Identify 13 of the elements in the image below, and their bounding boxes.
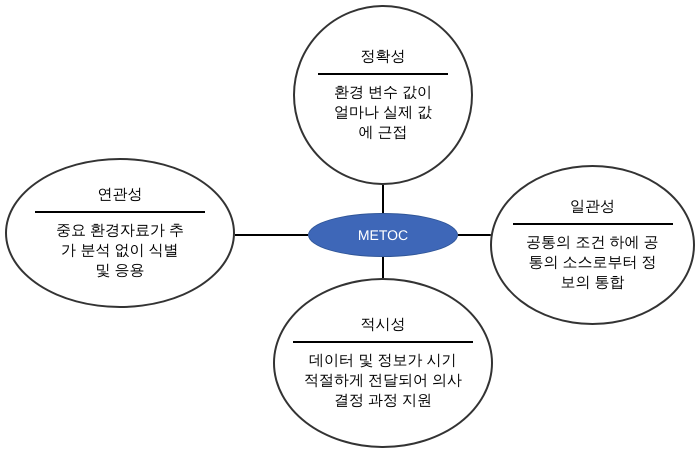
- center-label: METOC: [356, 226, 410, 244]
- heading: 일관성: [512, 196, 672, 225]
- heading: 연관성: [35, 184, 205, 213]
- connector-line: [382, 185, 384, 213]
- heading: 적시성: [293, 314, 473, 343]
- description-text: 중요 환경자료가 추가 분석 없이 식별 및 응용: [54, 220, 186, 282]
- description-text: 공통의 조건 하에 공통의 소스로부터 정보의 통합: [525, 232, 660, 294]
- connector-line: [458, 234, 491, 236]
- connector-line: [234, 234, 308, 236]
- description-text: 데이터 및 정보가 시기 적절하게 전달되어 의사결정 과정 지원: [302, 350, 464, 412]
- connector-line: [382, 257, 384, 278]
- description-text: 환경 변수 값이 얼마나 실제 값에 근접: [332, 82, 434, 144]
- heading: 정확성: [318, 46, 448, 75]
